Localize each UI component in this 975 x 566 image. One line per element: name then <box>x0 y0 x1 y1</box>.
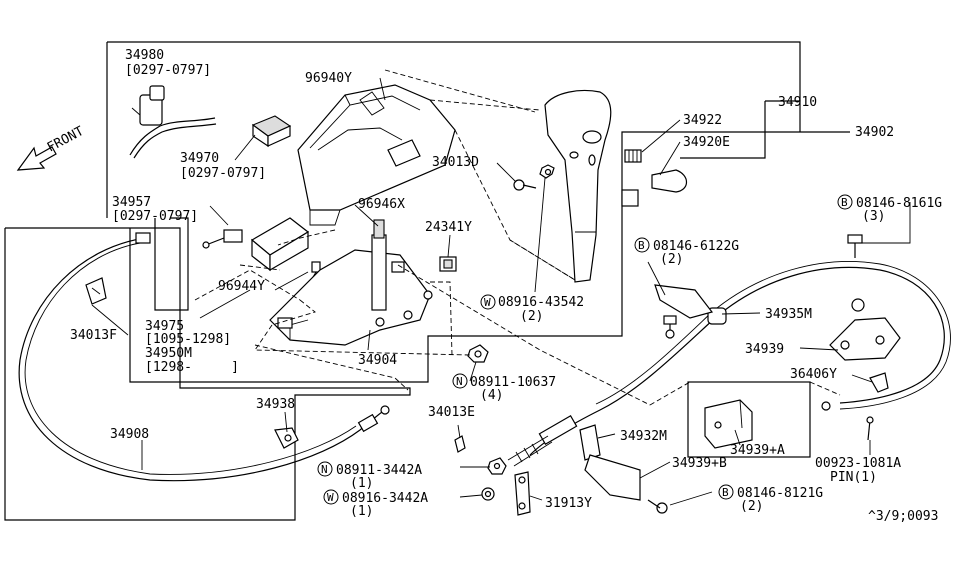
bolt-marker-8121g-icon <box>718 484 734 500</box>
label-08146-6122g: 08146-6122G <box>653 239 739 254</box>
bolt-08146-8161g-icon <box>847 234 863 258</box>
label-34975: 34975 <box>145 319 184 334</box>
label-96940y: 96940Y <box>305 71 352 86</box>
clip-34013f-icon <box>85 277 107 305</box>
washer-08916-3442a-icon <box>481 487 495 501</box>
svg-text:B: B <box>722 486 729 499</box>
part-labels: 34980 [0297-0797] 96940Y 34970 [0297-079… <box>70 48 942 524</box>
front-label: FRONT <box>45 124 87 156</box>
unit-34975-icon <box>250 217 310 272</box>
label-pin-qty: PIN(1) <box>830 470 877 485</box>
svg-text:B: B <box>638 239 645 252</box>
connector-34970-icon <box>251 115 292 148</box>
nut-08911-10637-icon <box>467 344 489 363</box>
cable-34908-icon <box>18 232 390 482</box>
label-34957-range: [0297-0797] <box>112 209 198 224</box>
label-34904: 34904 <box>358 353 397 368</box>
nut-08911-3442a-icon <box>487 457 507 475</box>
label-34950m: 34950M <box>145 346 192 361</box>
bracket-34939-icon <box>829 298 901 361</box>
lever-31913y-icon <box>514 471 531 516</box>
label-08916-3442a-qty: (1) <box>350 504 373 519</box>
label-34950m-range: [1298- ] <box>145 360 239 375</box>
label-34013f: 34013F <box>70 328 117 343</box>
label-34013d: 34013D <box>432 155 479 170</box>
bolt-marker-6122g-icon <box>634 237 650 253</box>
bolt-marker-8161g-icon <box>837 194 853 210</box>
knob-34910-icon <box>544 89 612 283</box>
cover-96940y-icon <box>297 84 456 226</box>
nut-marker-3442a-icon <box>317 461 333 477</box>
label-08911-3442a-qty: (1) <box>350 476 373 491</box>
callout-markers: B B W N N W B <box>317 194 853 505</box>
bracket-34932m-icon <box>579 424 668 514</box>
label-08146-8161g-qty: (3) <box>862 209 885 224</box>
label-34970-range: [0297-0797] <box>180 166 266 181</box>
lockwasher-icon <box>539 164 555 179</box>
label-34980-range: [0297-0797] <box>125 63 211 78</box>
label-36406y: 36406Y <box>790 367 837 382</box>
label-08146-8161g: 08146-8161G <box>856 196 942 211</box>
dashed-leader-lines <box>194 69 841 406</box>
label-96946x: 96946X <box>358 197 405 212</box>
label-08146-8121g-qty: (2) <box>740 499 763 514</box>
bracket-34939a-icon <box>704 399 753 449</box>
label-34957: 34957 <box>112 195 151 210</box>
label-34980: 34980 <box>125 48 164 63</box>
label-08916-43542-qty: (2) <box>520 309 543 324</box>
group-frame-lines <box>4 41 850 521</box>
label-00923-1081a: 00923-1081A <box>815 456 901 471</box>
label-34939: 34939 <box>745 342 784 357</box>
diagram-code: ^3/9;0093 <box>868 509 938 524</box>
clip-34013e-icon <box>454 435 466 453</box>
clip-36406y-icon <box>869 372 889 393</box>
label-24341y: 24341Y <box>425 220 472 235</box>
label-34902: 34902 <box>855 125 894 140</box>
svg-text:N: N <box>456 375 463 388</box>
label-34975-range: [1095-1298] <box>145 332 231 347</box>
label-34935m: 34935M <box>765 307 812 322</box>
label-34910: 34910 <box>778 95 817 110</box>
svg-text:W: W <box>327 491 334 504</box>
label-34920e: 34920E <box>683 135 730 150</box>
spring-34922-icon <box>624 149 642 163</box>
svg-text:W: W <box>484 296 491 309</box>
label-34939b: 34939+B <box>672 456 727 471</box>
label-96944y: 96944Y <box>218 279 265 294</box>
clip-24341y-icon <box>439 256 457 272</box>
label-08911-10637-qty: (4) <box>480 388 503 403</box>
label-34970: 34970 <box>180 151 219 166</box>
switch-34957-icon <box>202 229 243 249</box>
solid-leader-lines <box>91 77 911 506</box>
label-34938: 34938 <box>256 397 295 412</box>
washer-marker-43542-icon <box>480 294 496 310</box>
button-34920e-icon <box>621 169 688 207</box>
pin-00923-1081a-icon <box>821 401 874 441</box>
label-34922: 34922 <box>683 113 722 128</box>
label-08911-3442a: 08911-3442A <box>336 463 422 478</box>
bracket-08146-6122g-icon <box>654 284 714 339</box>
screw-34013d-icon <box>513 179 537 191</box>
label-34908: 34908 <box>110 427 149 442</box>
label-08911-10637: 08911-10637 <box>470 375 556 390</box>
label-08916-43542: 08916-43542 <box>498 295 584 310</box>
label-31913y: 31913Y <box>545 496 592 511</box>
label-34939a: 34939+A <box>730 443 785 458</box>
svg-text:B: B <box>841 196 848 209</box>
washer-marker-3442a-icon <box>323 489 339 505</box>
base-34904-icon <box>269 219 433 346</box>
label-34932m: 34932M <box>620 429 667 444</box>
svg-text:N: N <box>321 463 328 476</box>
label-34013e: 34013E <box>428 405 475 420</box>
harness-34980-icon <box>129 85 217 159</box>
nut-marker-10637-icon <box>452 373 468 389</box>
front-arrow-icon <box>16 146 57 171</box>
label-08146-8121g: 08146-8121G <box>737 486 823 501</box>
label-08146-6122g-qty: (2) <box>660 252 683 267</box>
label-08916-3442a: 08916-3442A <box>342 491 428 506</box>
